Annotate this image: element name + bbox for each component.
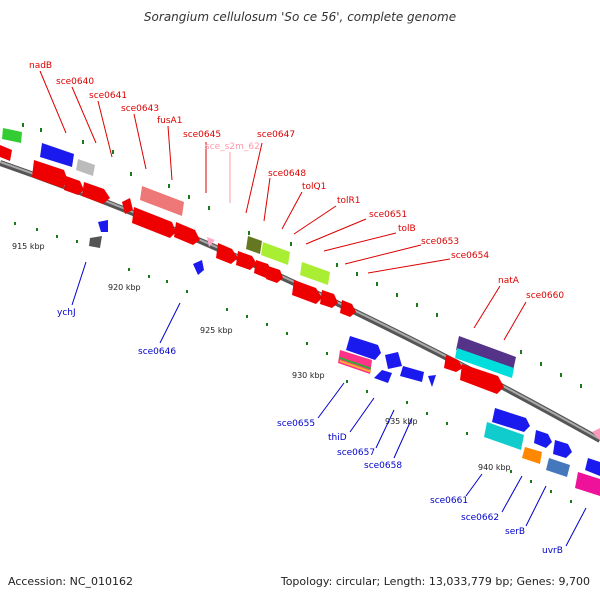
gene-label[interactable]: sce0658 <box>364 461 402 471</box>
gene-label[interactable]: thiD <box>328 433 347 443</box>
gene-red-c[interactable] <box>64 176 84 195</box>
gene-sce0640[interactable] <box>40 143 74 167</box>
gene-label[interactable]: uvrB <box>542 546 563 556</box>
gene-label[interactable]: natA <box>498 276 520 286</box>
gene-label[interactable]: serB <box>505 527 525 537</box>
forward-labels: nadB sce0640 sce0641 sce0643 fusA1 sce06… <box>29 61 564 301</box>
gene-tolQ1[interactable] <box>216 243 238 264</box>
kbp-label: 920 kbp <box>108 283 141 292</box>
forward-genes <box>0 128 600 440</box>
kbp-label: 915 kbp <box>12 242 45 251</box>
gene-sce0661[interactable] <box>484 422 524 450</box>
gene-multicolor-stripe <box>339 359 372 373</box>
gene-serB[interactable] <box>546 458 570 477</box>
gene-label[interactable]: fusA1 <box>157 116 182 126</box>
gene-tolR1[interactable] <box>236 251 257 270</box>
gene-nadB[interactable] <box>2 128 22 143</box>
outer-ticks <box>22 123 582 388</box>
kbp-label: 940 kbp <box>478 463 511 472</box>
gene-thiD[interactable] <box>385 352 402 369</box>
genome-backbone <box>0 160 600 443</box>
genome-backbone-highlight <box>0 161 600 440</box>
gene-red-d[interactable] <box>122 198 133 214</box>
reverse-genes <box>89 220 600 496</box>
kbp-label: 925 kbp <box>200 326 233 335</box>
gene-label[interactable]: sce0645 <box>183 130 221 140</box>
gene-label[interactable]: sce0646 <box>138 347 176 357</box>
gene-red-e[interactable] <box>174 222 200 245</box>
gene-label[interactable]: sce0660 <box>526 291 564 301</box>
gene-label[interactable]: sce0653 <box>421 237 459 247</box>
gene-sce0653[interactable] <box>292 280 322 304</box>
gene-label[interactable]: sce0655 <box>277 419 315 429</box>
gene-label[interactable]: sce0651 <box>369 210 407 220</box>
inner-ticks <box>14 222 572 503</box>
gene-grey-small[interactable] <box>89 236 102 248</box>
gene-label[interactable]: ychJ <box>57 308 76 318</box>
gene-sce0645[interactable] <box>132 207 176 238</box>
gene-multicolor[interactable] <box>338 350 372 374</box>
gene-blue-c[interactable] <box>553 440 572 458</box>
gene-label[interactable]: sce0657 <box>337 448 375 458</box>
gene-fusA1[interactable] <box>140 186 184 216</box>
gene-red-g[interactable] <box>340 300 356 317</box>
gene-sce0648[interactable] <box>261 242 290 265</box>
kbp-label: 935 kbp <box>385 417 418 426</box>
gene-sce0655[interactable] <box>346 336 381 360</box>
reverse-labels: ychJ sce0646 sce0655 thiD sce0657 sce065… <box>57 308 563 556</box>
gene-sce0657[interactable] <box>374 370 392 383</box>
gene-sce0647[interactable] <box>246 236 262 254</box>
gene-blue-small[interactable] <box>428 375 436 387</box>
gene-red-h[interactable] <box>444 355 463 372</box>
gene-label[interactable]: tolR1 <box>337 196 361 206</box>
gene-label[interactable]: sce0643 <box>121 104 159 114</box>
gene-sce0643[interactable] <box>82 182 110 204</box>
gene-blue-b[interactable] <box>534 430 552 448</box>
map-title: Sorangium cellulosum 'So ce 56', complet… <box>143 10 457 24</box>
gene-label[interactable]: tolB <box>398 224 416 234</box>
gene-uvrB[interactable] <box>575 472 600 496</box>
gene-multicolor-stripe <box>339 356 372 370</box>
gene-label[interactable]: sce0662 <box>461 513 499 523</box>
gene-label[interactable]: nadB <box>29 61 52 71</box>
gene-label[interactable]: sce0654 <box>451 251 489 261</box>
gene-red-a[interactable] <box>0 145 12 161</box>
gene-sce0660[interactable] <box>455 348 514 378</box>
gene-red-b[interactable] <box>32 160 68 188</box>
gene-sce_s2m_62[interactable] <box>207 237 215 247</box>
gene-sce0662[interactable] <box>522 447 542 464</box>
rna-label[interactable]: sce_s2m_62 <box>205 142 260 152</box>
gene-red-i[interactable] <box>460 364 504 394</box>
topology-text: Topology: circular; Length: 13,033,779 b… <box>280 575 590 588</box>
gene-label[interactable]: sce0661 <box>430 496 468 506</box>
gene-label[interactable]: sce0640 <box>56 77 94 87</box>
gene-sce0654[interactable] <box>320 290 338 308</box>
gene-blue-d[interactable] <box>585 458 600 476</box>
kbp-label: 930 kbp <box>292 371 325 380</box>
gene-tolB[interactable] <box>300 262 330 285</box>
gene-label[interactable]: sce0647 <box>257 130 295 140</box>
gene-sce0658[interactable] <box>400 366 424 382</box>
gene-ychJ[interactable] <box>98 220 108 232</box>
gene-label[interactable]: tolQ1 <box>302 182 326 192</box>
reverse-leader-lines <box>71 261 587 547</box>
gene-blue-a[interactable] <box>492 408 530 432</box>
gene-sce0646[interactable] <box>193 260 204 275</box>
gene-pink-tip[interactable] <box>592 428 600 440</box>
gene-label[interactable]: sce0648 <box>268 169 306 179</box>
gene-red-f[interactable] <box>266 266 283 283</box>
accession-text: Accession: NC_010162 <box>8 575 134 588</box>
gene-natA[interactable] <box>456 336 516 371</box>
gene-label[interactable]: sce0641 <box>89 91 127 101</box>
gene-sce0641[interactable] <box>76 159 95 176</box>
forward-leader-lines <box>39 70 527 341</box>
